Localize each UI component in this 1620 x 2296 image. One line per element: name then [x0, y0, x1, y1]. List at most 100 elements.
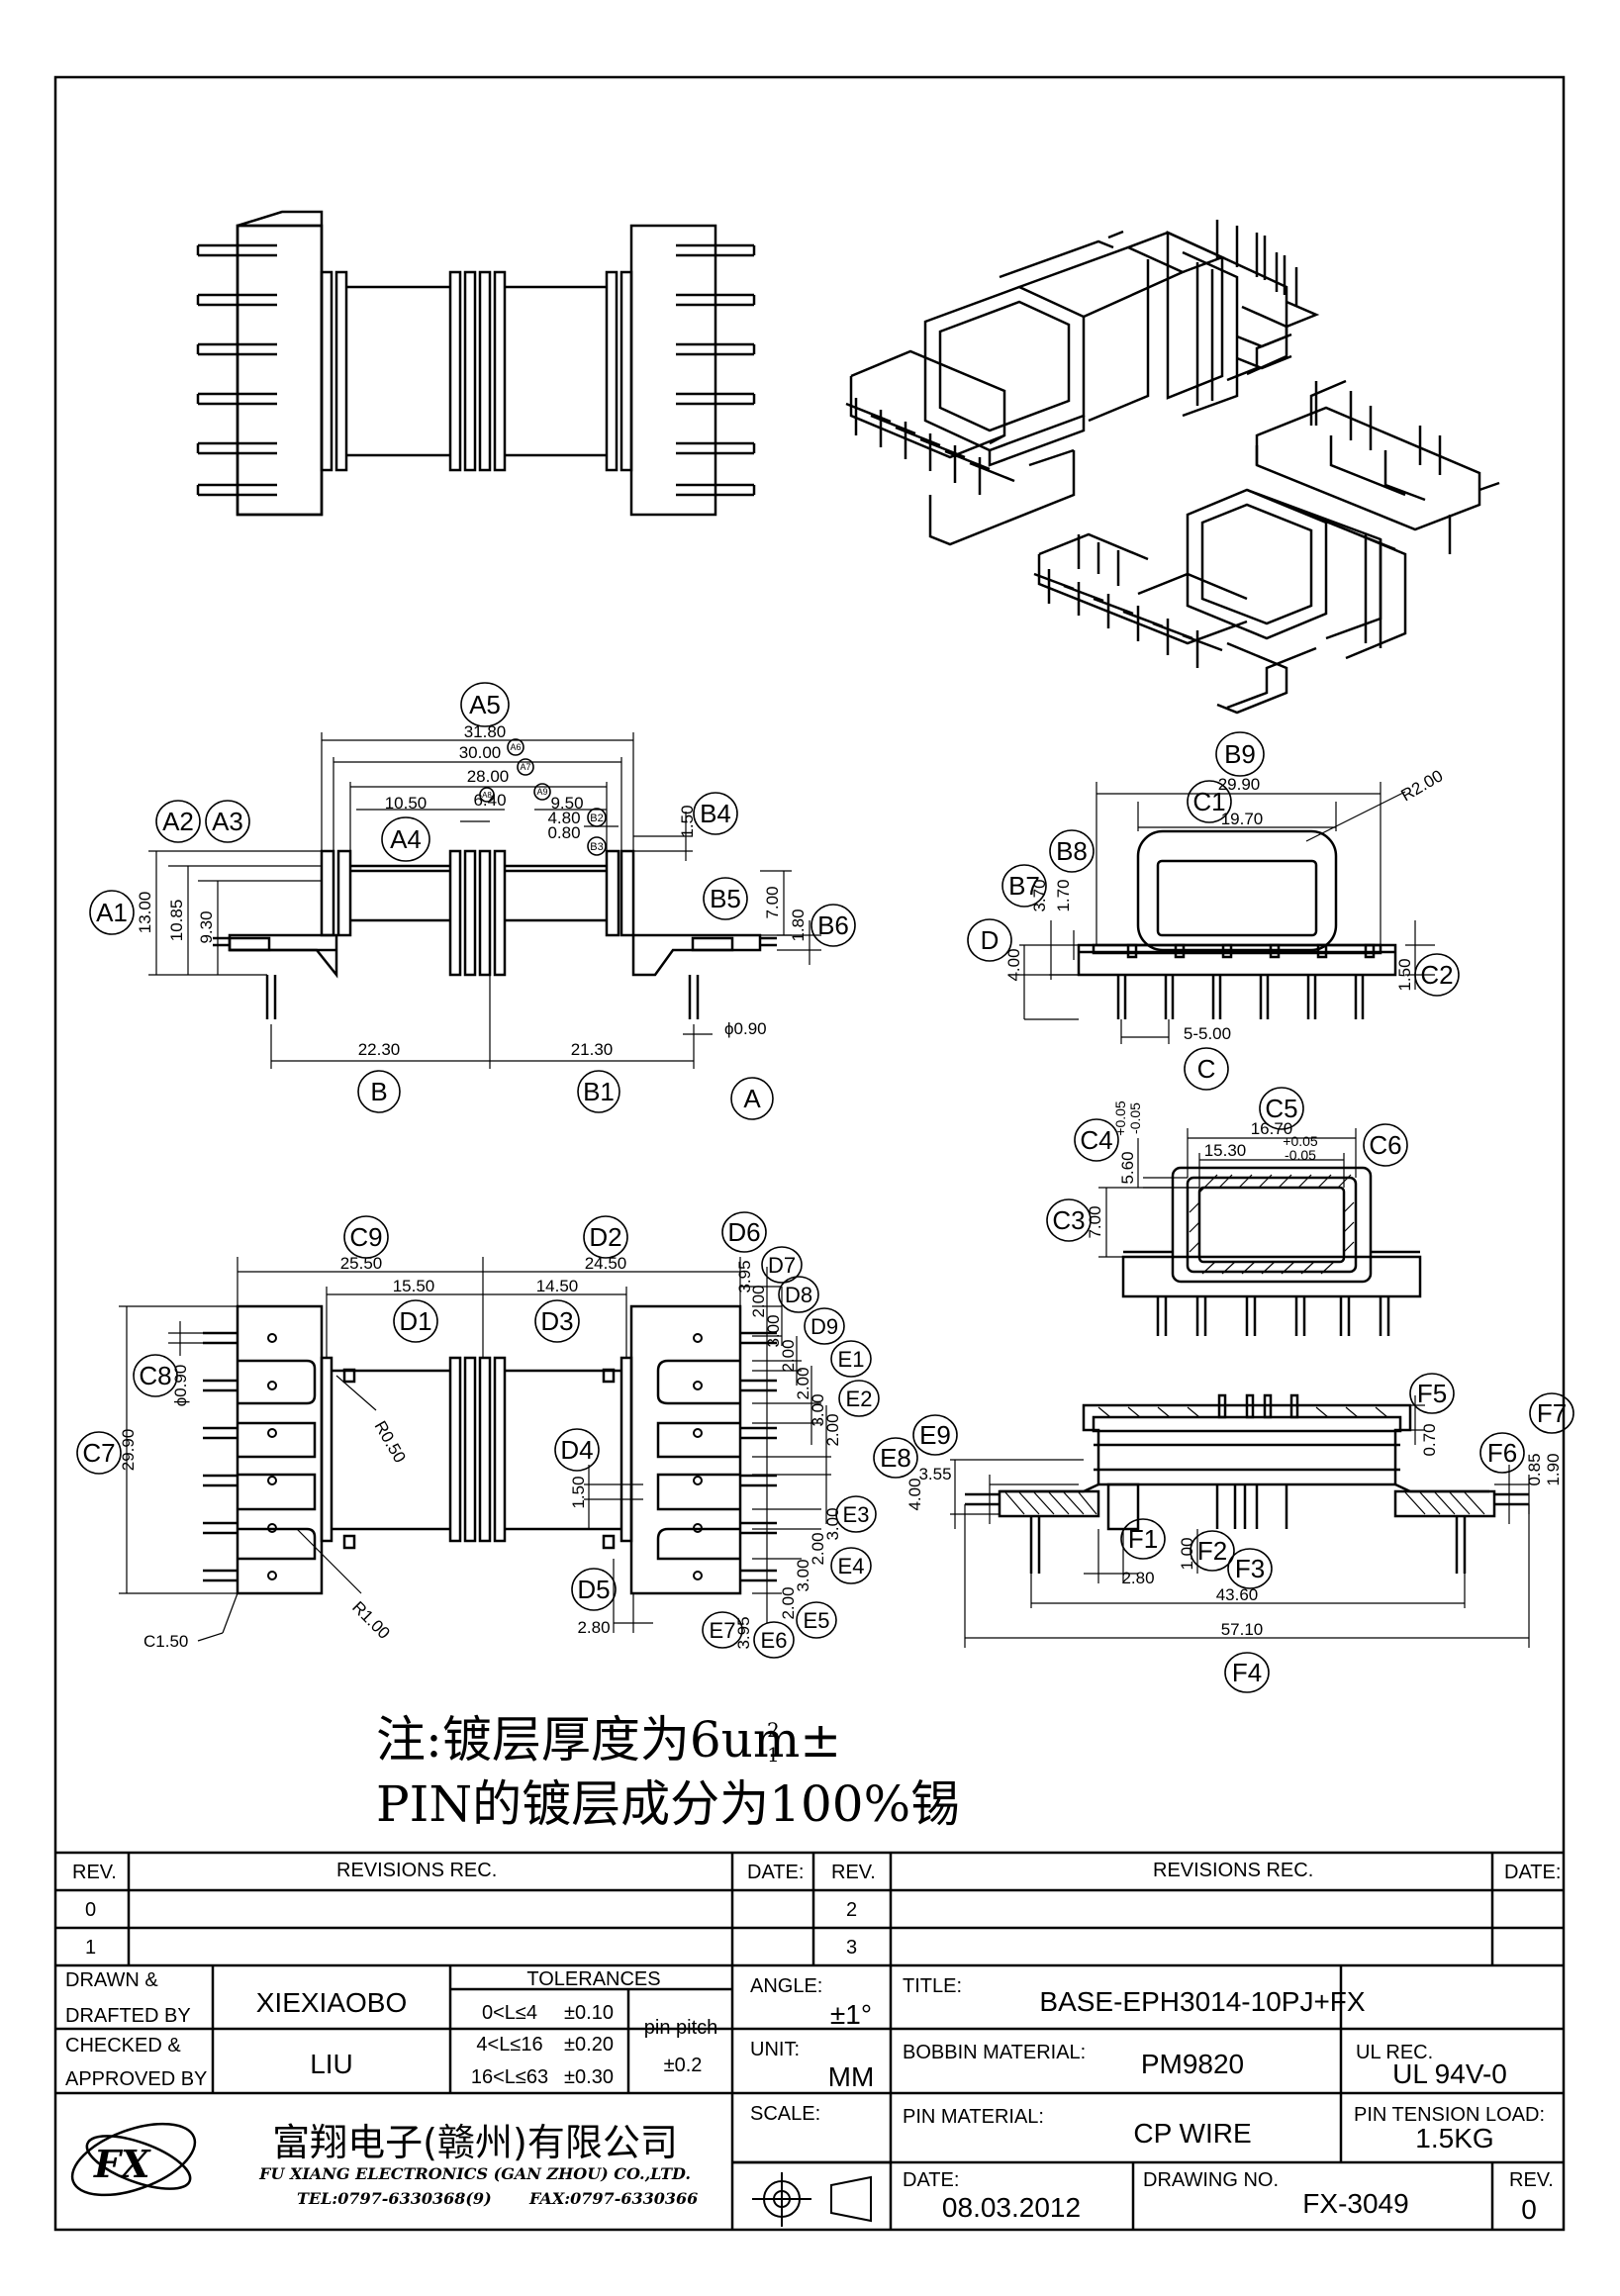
tb-rev-row-1: 1	[85, 1937, 96, 1959]
dim-C1-50: C1.50	[143, 1632, 188, 1651]
tb-drawn-value: XIEXIAOBO	[256, 1987, 408, 2018]
tb-scale-label: SCALE:	[750, 2103, 820, 2125]
tb-revisions-header-2: REVISIONS REC.	[1153, 1860, 1313, 1881]
bottom-view: C9 25.50 D2 24.50 15.50 14.50 D1 D3 D6 3…	[76, 1211, 880, 1659]
dim-R0-50: R0.50	[371, 1418, 410, 1467]
label-C4: C4	[1080, 1125, 1112, 1155]
label-C3: C3	[1052, 1205, 1085, 1235]
tb-rev-row-3: 3	[846, 1937, 857, 1959]
dim-2-00-a: 2.00	[749, 1285, 768, 1317]
company-logo-icon: FX	[70, 2122, 197, 2197]
tb-tol-range-2: 4<L≤16	[476, 2034, 542, 2056]
label-A4: A4	[390, 824, 422, 854]
dim-21-30: 21.30	[571, 1040, 614, 1059]
tb-drawn-label-2: DRAFTED BY	[65, 2005, 191, 2027]
dim-57-10: 57.10	[1221, 1620, 1264, 1639]
label-C6: C6	[1369, 1130, 1401, 1160]
tb-rev-value: 0	[1521, 2194, 1537, 2225]
dim-6-40: 6.40	[473, 791, 506, 810]
tb-date-header: DATE:	[747, 1862, 804, 1883]
tb-rev-row-2: 2	[846, 1899, 857, 1921]
tb-ul-rec-label: UL REC.	[1356, 2042, 1433, 2063]
label-D2: D2	[589, 1222, 621, 1252]
label-A2: A2	[162, 807, 194, 836]
tb-drawn-label: DRAWN &	[65, 1969, 158, 1991]
tb-pin-material-label: PIN MATERIAL:	[903, 2106, 1044, 2128]
tb-bobbin-material-label: BOBBIN MATERIAL:	[903, 2042, 1086, 2063]
dim-16-70: 16.70	[1251, 1119, 1293, 1138]
label-F4: F4	[1232, 1658, 1262, 1687]
label-B1: B1	[583, 1077, 615, 1106]
label-E8: E8	[880, 1443, 911, 1473]
dim-0-85: 0.85	[1525, 1453, 1544, 1485]
dim-30-00: 30.00	[459, 743, 502, 762]
dim-1-70: 1.70	[1054, 879, 1073, 911]
label-C7: C7	[82, 1438, 115, 1468]
label-E3: E3	[843, 1502, 870, 1527]
label-E5: E5	[804, 1608, 830, 1633]
tb-tol-range-3: 16<L≤63	[471, 2066, 548, 2088]
tb-unit-value: MM	[828, 2061, 875, 2092]
dim-2-80-b: 2.80	[577, 1618, 610, 1637]
dim-2-00-f: 2.00	[779, 1586, 798, 1619]
label-B5: B5	[710, 884, 741, 913]
tb-angle-label: ANGLE:	[750, 1975, 822, 1997]
dim-1-50: 1.50	[678, 805, 697, 837]
dim-phi-0-90-b: ϕ0.90	[171, 1365, 190, 1407]
tb-angle-value: ±1°	[830, 1999, 872, 2030]
label-B2: B2	[590, 813, 603, 824]
tb-revisions-header: REVISIONS REC.	[336, 1860, 497, 1881]
tb-pin-pitch-label: pin pitch	[644, 2017, 718, 2039]
label-B3: B3	[590, 841, 603, 853]
plating-notes: 注:镀层厚度为6um± 2 1 PIN的镀层成分为100%锡	[376, 1711, 960, 1833]
dim-R1-00: R1.00	[348, 1597, 394, 1643]
label-D1: D1	[399, 1306, 431, 1336]
dim-2-00-d: 2.00	[823, 1413, 842, 1446]
label-F7: F7	[1537, 1398, 1567, 1428]
tb-title-value: BASE-EPH3014-10PJ+FX	[1039, 1986, 1365, 2017]
label-A: A	[743, 1084, 761, 1113]
tb-pin-tension-label: PIN TENSION LOAD:	[1354, 2104, 1545, 2126]
dim-22-30: 22.30	[358, 1040, 401, 1059]
dim-3-55: 3.55	[918, 1465, 951, 1483]
label-C8: C8	[139, 1361, 171, 1390]
dim-7-00: 7.00	[763, 886, 782, 918]
dim-4-00: 4.00	[1004, 948, 1023, 981]
label-D4: D4	[560, 1435, 593, 1465]
label-A3: A3	[212, 807, 243, 836]
dim-5x5-00: 5-5.00	[1184, 1024, 1231, 1043]
dim-3-95-top: 3.95	[735, 1260, 754, 1292]
dim-3-00-d: 3.00	[794, 1559, 812, 1591]
dim-R2-00: R2.00	[1398, 766, 1447, 805]
label-D9: D9	[810, 1314, 838, 1339]
dim-1-80: 1.80	[789, 909, 808, 941]
label-D: D	[981, 925, 1000, 955]
tb-tol-range-1: 0<L≤4	[482, 2002, 537, 2024]
dim-0-70: 0.70	[1420, 1423, 1439, 1456]
dim-4-00-pin: 4.00	[905, 1478, 924, 1510]
label-B9: B9	[1224, 739, 1256, 769]
tol-plus-c4: +0.05	[1112, 1100, 1128, 1136]
tb-date-value: 08.03.2012	[942, 2192, 1081, 2223]
dim-3-00-c: 3.00	[823, 1507, 842, 1540]
tol-minus-c6: -0.05	[1285, 1147, 1316, 1163]
dim-2-00-e: 2.00	[809, 1532, 827, 1565]
dim-0-80: 0.80	[547, 823, 580, 842]
dim-7-00-section: 7.00	[1086, 1205, 1104, 1238]
label-E9: E9	[919, 1420, 951, 1450]
label-D8: D8	[785, 1283, 812, 1307]
callout-A5	[460, 682, 510, 727]
dim-2-80-pin: 2.80	[1121, 1569, 1154, 1587]
label-A5: A5	[469, 690, 501, 719]
label-A9: A9	[536, 787, 547, 797]
dim-10-50: 10.50	[385, 794, 428, 813]
dim-2-00-b: 2.00	[779, 1339, 798, 1372]
label-B7: B7	[1008, 871, 1040, 901]
label-B: B	[370, 1077, 387, 1106]
logo-text: FX	[93, 2142, 151, 2186]
tol-plus-c6: +0.05	[1283, 1133, 1318, 1149]
label-F2: F2	[1197, 1536, 1227, 1566]
company-fax: FAX:0797-6330366	[528, 2189, 698, 2208]
tb-bobbin-material-value: PM9820	[1141, 2049, 1244, 2079]
label-E6: E6	[761, 1628, 788, 1653]
